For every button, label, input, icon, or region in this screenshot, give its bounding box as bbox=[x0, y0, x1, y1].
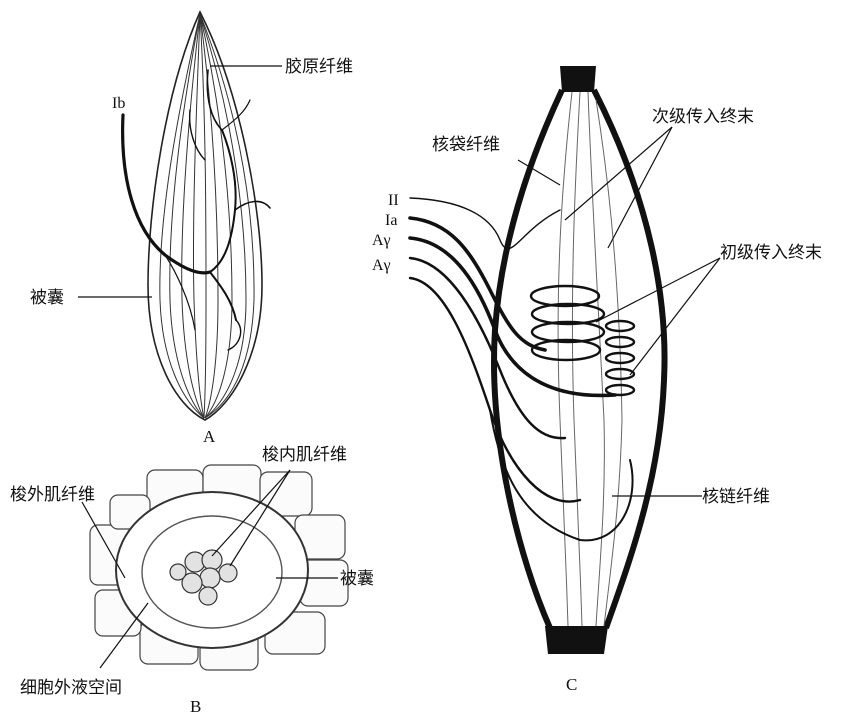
nerve-ii-label: II bbox=[388, 192, 399, 209]
nerve-ib-label: Ib bbox=[112, 95, 125, 112]
intrafusal-fiber-label: 梭内肌纤维 bbox=[262, 445, 347, 465]
panel-b-letter: B bbox=[190, 697, 201, 715]
afferent-efferent-nerves bbox=[410, 198, 633, 540]
nuclear-chain-label: 核链纤维 bbox=[702, 487, 770, 507]
panel-a-tendon-organ: 胶原纤维 Ib 被囊 A bbox=[30, 12, 353, 446]
nuclear-bag-label: 核袋纤维 bbox=[432, 135, 500, 155]
primary-annulospiral-coils bbox=[531, 286, 634, 395]
spindle-tendon-top bbox=[560, 66, 596, 92]
panel-b-cross-section: 梭内肌纤维 梭外肌纤维 被囊 细胞外液空间 B bbox=[10, 445, 374, 715]
secondary-afferent-label: 次级传入终末 bbox=[652, 107, 754, 127]
spindle-tendon-bottom bbox=[545, 626, 608, 654]
extrafusal-fiber-label: 梭外肌纤维 bbox=[10, 485, 95, 505]
panel-c-letter: C bbox=[566, 675, 577, 694]
capsule-b-label: 被囊 bbox=[340, 569, 374, 589]
nerve-ay-2-label: Aγ bbox=[372, 257, 391, 274]
panel-a-letter: A bbox=[203, 427, 216, 446]
nerve-ia-label: Ia bbox=[385, 212, 397, 229]
capsule-a-label: 被囊 bbox=[30, 288, 64, 308]
nerve-ay-1-label: Aγ bbox=[372, 232, 391, 249]
panel-c-muscle-spindle: II Ia Aγ Aγ 核袋纤维 次级传入终末 初级传入终末 核链纤维 C bbox=[372, 66, 822, 694]
collagen-fiber-label: 胶原纤维 bbox=[285, 57, 353, 77]
primary-leader-2 bbox=[630, 258, 720, 375]
primary-afferent-label: 初级传入终末 bbox=[720, 243, 822, 263]
extracellular-space-label: 细胞外液空间 bbox=[20, 678, 122, 698]
